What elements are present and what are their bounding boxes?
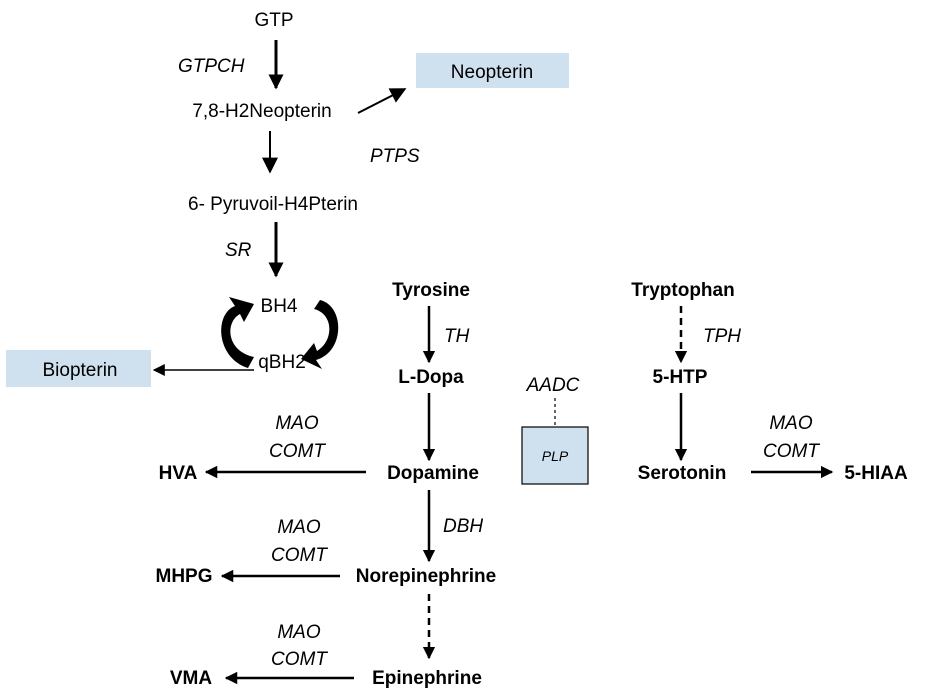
neopterin-label: Neopterin <box>451 62 533 83</box>
comt-label-mhpg: COMT <box>271 545 328 566</box>
h2neopterin-label: 7,8-H2Neopterin <box>192 101 331 122</box>
aadc-enzyme-label: AADC <box>526 375 580 396</box>
bh4-label: BH4 <box>261 296 298 317</box>
mao-label-vma: MAO <box>277 622 321 643</box>
tph-enzyme-label: TPH <box>703 326 741 347</box>
th-enzyme-label: TH <box>444 326 470 347</box>
biopterin-label: Biopterin <box>43 360 118 381</box>
tryptophan-label: Tryptophan <box>631 280 734 301</box>
biopterin-box <box>6 350 151 387</box>
dbh-enzyme-label: DBH <box>443 516 483 537</box>
5hiaa-label: 5-HIAA <box>844 463 908 484</box>
arrow-h2neopterin-to-neopterin <box>357 88 407 114</box>
pyruvoil-label: 6- Pyruvoil-H4Pterin <box>188 194 358 215</box>
mao-label-5hiaa: MAO <box>769 413 813 434</box>
plp-box <box>521 426 589 485</box>
gtp-label: GTP <box>254 10 293 31</box>
curved-arrow-bh4-to-qbh2 <box>301 300 339 369</box>
comt-label-vma: COMT <box>271 649 328 670</box>
ptps-enzyme-label: PTPS <box>370 146 420 167</box>
norepinephrine-label: Norepinephrine <box>356 566 496 587</box>
tyrosine-label: Tyrosine <box>392 280 470 301</box>
epinephrine-label: Epinephrine <box>372 668 482 689</box>
comt-label-hva: COMT <box>269 441 326 462</box>
ldopa-label: L-Dopa <box>398 367 464 388</box>
curved-arrow-qbh2-to-bh4 <box>221 297 254 368</box>
neopterin-box <box>416 53 569 88</box>
sr-enzyme-label: SR <box>225 240 252 261</box>
vma-label: VMA <box>170 668 213 689</box>
comt-label-5hiaa: COMT <box>763 441 820 462</box>
serotonin-label: Serotonin <box>638 463 727 484</box>
gtpch-enzyme-label: GTPCH <box>178 56 245 77</box>
hva-label: HVA <box>159 463 198 484</box>
mao-label-hva: MAO <box>275 413 319 434</box>
plp-label: PLP <box>542 448 569 464</box>
5htp-label: 5-HTP <box>653 367 708 388</box>
dopamine-label: Dopamine <box>387 463 479 484</box>
mao-label-mhpg: MAO <box>277 517 321 538</box>
qbh2-label: qBH2 <box>258 352 306 373</box>
mhpg-label: MHPG <box>156 566 213 587</box>
